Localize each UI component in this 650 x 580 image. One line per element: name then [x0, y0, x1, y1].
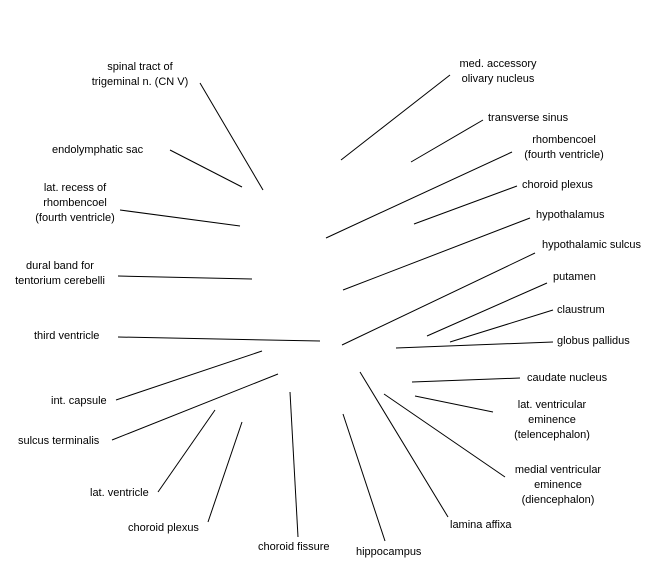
label-line: third ventricle: [34, 330, 100, 342]
label-rhombencoel: rhombencoel (fourth ventricle): [524, 133, 603, 163]
leader-line-med-accessory-olivary-nucleus: [340, 74, 451, 161]
label-choroid-plexus-upper: choroid plexus: [522, 178, 593, 193]
leader-line-lamina-affixa: [359, 371, 449, 518]
label-line: lamina affixa: [450, 519, 512, 531]
label-putamen: putamen: [553, 270, 596, 285]
label-sulcus-terminalis: sulcus terminalis: [18, 434, 99, 449]
leader-line-choroid-plexus-upper: [413, 185, 518, 225]
label-line: olivary nucleus: [461, 73, 535, 85]
label-transverse-sinus: transverse sinus: [488, 111, 568, 126]
label-hypothalamic-sulcus: hypothalamic sulcus: [542, 238, 641, 253]
leader-line-lat-ventricle: [157, 409, 216, 493]
label-endolymphatic-sac: endolymphatic sac: [52, 143, 143, 158]
label-int-capsule: int. capsule: [51, 394, 107, 409]
label-line: int. capsule: [51, 395, 107, 407]
label-line: eminence: [528, 414, 576, 426]
label-line: choroid plexus: [522, 179, 593, 191]
label-choroid-fissure: choroid fissure: [258, 540, 330, 555]
leader-line-rhombencoel: [325, 151, 513, 239]
label-line: endolymphatic sac: [52, 144, 144, 156]
label-lat-ventricle: lat. ventricle: [90, 486, 149, 501]
label-line: eminence: [534, 479, 582, 491]
label-line: hippocampus: [356, 546, 422, 558]
label-dural-band: dural band for tentorium cerebelli: [15, 259, 105, 289]
label-line: caudate nucleus: [527, 372, 608, 384]
leader-line-globus-pallidus: [395, 341, 554, 349]
label-line: globus pallidus: [557, 335, 630, 347]
leader-line-hypothalamic-sulcus: [341, 252, 536, 346]
label-medial-ventricular-eminence: medial ventricular eminence (diencephalon): [515, 463, 601, 508]
label-line: (diencephalon): [521, 494, 595, 506]
label-line: sulcus terminalis: [18, 435, 100, 447]
leader-line-hippocampus: [342, 413, 386, 542]
label-line: trigeminal n. (CN V): [91, 76, 189, 88]
label-choroid-plexus-lower: choroid plexus: [128, 521, 199, 536]
label-line: lat. recess of: [43, 182, 107, 194]
leader-line-third-ventricle: [117, 336, 321, 342]
label-line: (telencephalon): [514, 429, 590, 441]
label-claustrum: claustrum: [557, 303, 605, 318]
label-line: hypothalamic sulcus: [542, 239, 642, 251]
label-line: rhombencoel: [532, 134, 596, 146]
label-lat-ventricular-eminence: lat. ventricular eminence (telencephalon): [514, 398, 590, 443]
leader-line-claustrum: [449, 309, 554, 343]
leader-line-caudate-nucleus: [411, 377, 521, 383]
label-line: choroid plexus: [128, 522, 199, 534]
label-line: lat. ventricular: [517, 399, 587, 411]
label-globus-pallidus: globus pallidus: [557, 334, 630, 349]
leader-line-putamen: [426, 282, 548, 337]
label-lat-recess-rhombencoel: lat. recess of rhombencoel (fourth ventric…: [35, 181, 114, 226]
label-line: transverse sinus: [488, 112, 569, 124]
label-line: rhombencoel: [43, 197, 107, 209]
leader-line-int-capsule: [115, 350, 263, 401]
label-line: lat. ventricle: [90, 487, 149, 499]
leader-line-transverse-sinus: [410, 119, 484, 163]
leader-line-dural-band: [117, 275, 253, 280]
leader-line-medial-ventricular-eminence: [383, 393, 506, 478]
leader-line-choroid-fissure: [289, 391, 299, 538]
label-line: claustrum: [557, 304, 605, 316]
label-hippocampus: hippocampus: [356, 545, 421, 560]
label-line: (fourth ventricle): [524, 149, 604, 161]
label-lamina-affixa: lamina affixa: [450, 518, 512, 533]
leader-line-endolymphatic-sac: [169, 149, 243, 188]
label-line: tentorium cerebelli: [15, 275, 105, 287]
label-line: dural band for: [26, 260, 94, 272]
label-line: putamen: [553, 271, 596, 283]
label-line: hypothalamus: [536, 209, 605, 221]
label-med-accessory-olivary-nucleus: med. accessory olivary nucleus: [459, 57, 536, 87]
label-line: medial ventricular: [514, 464, 602, 476]
leader-line-sulcus-terminalis: [111, 373, 279, 441]
leader-line-lat-ventricular-eminence: [414, 395, 494, 413]
label-spinal-tract-trigeminal: spinal tract of trigeminal n. (CN V): [92, 60, 189, 90]
leader-line-choroid-plexus-lower: [207, 421, 243, 523]
label-hypothalamus: hypothalamus: [536, 208, 605, 223]
label-third-ventricle: third ventricle: [34, 329, 99, 344]
label-line: spinal tract of: [107, 61, 173, 73]
label-line: (fourth ventricle): [35, 212, 115, 224]
leader-line-hypothalamus: [342, 217, 531, 291]
label-line: med. accessory: [459, 58, 537, 70]
label-line: choroid fissure: [258, 541, 330, 553]
leader-line-spinal-tract-trigeminal: [199, 82, 264, 191]
leader-line-lat-recess-rhombencoel: [119, 209, 241, 227]
label-caudate-nucleus: caudate nucleus: [527, 371, 607, 386]
